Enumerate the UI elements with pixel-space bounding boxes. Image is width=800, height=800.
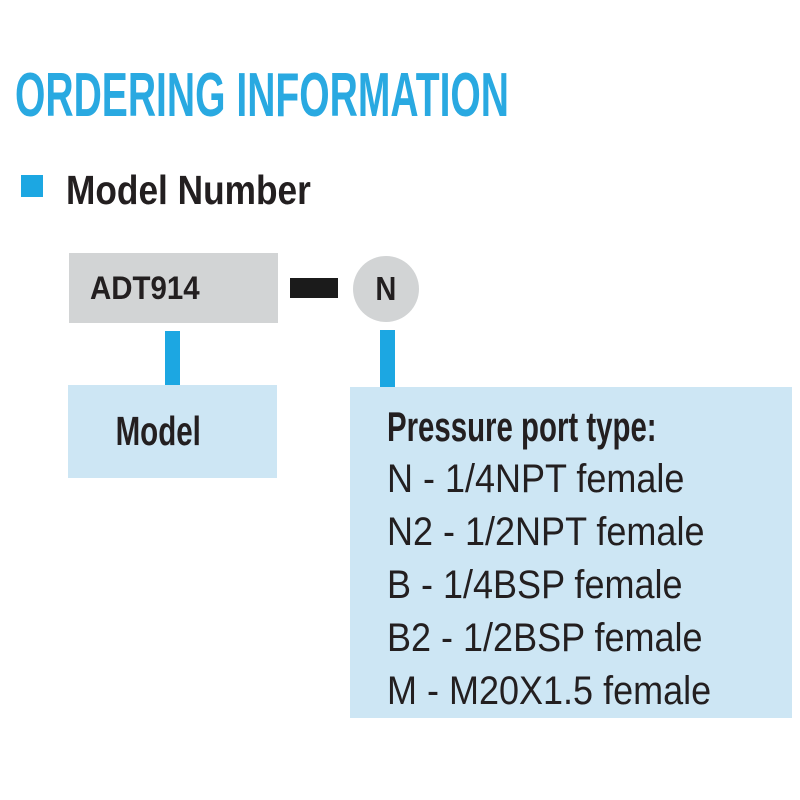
port-option-b: B - 1/4BSP female	[387, 563, 683, 607]
model-port-separator-dash	[290, 278, 338, 298]
model-label-box: Model	[68, 385, 277, 478]
port-type-panel: Pressure port type: N - 1/4NPT female N2…	[350, 387, 792, 718]
connector-line-port	[380, 330, 395, 387]
port-option-b2: B2 - 1/2BSP female	[387, 616, 703, 660]
section-bullet-icon	[21, 175, 43, 197]
port-option-n: N - 1/4NPT female	[387, 457, 685, 501]
model-code-text: ADT914	[90, 269, 200, 306]
model-label-text: Model	[115, 408, 202, 454]
port-option-n2: N2 - 1/2NPT female	[387, 510, 705, 554]
connector-line-model	[165, 331, 180, 385]
port-option-m: M - M20X1.5 female	[387, 669, 712, 713]
section-heading: Model Number	[66, 167, 311, 213]
page-title: ORDERING INFORMATION	[15, 61, 510, 130]
port-code-circle: N	[353, 256, 419, 322]
port-code-text: N	[375, 270, 397, 307]
model-code-box: ADT914	[69, 253, 278, 323]
port-panel-heading: Pressure port type:	[387, 403, 657, 450]
